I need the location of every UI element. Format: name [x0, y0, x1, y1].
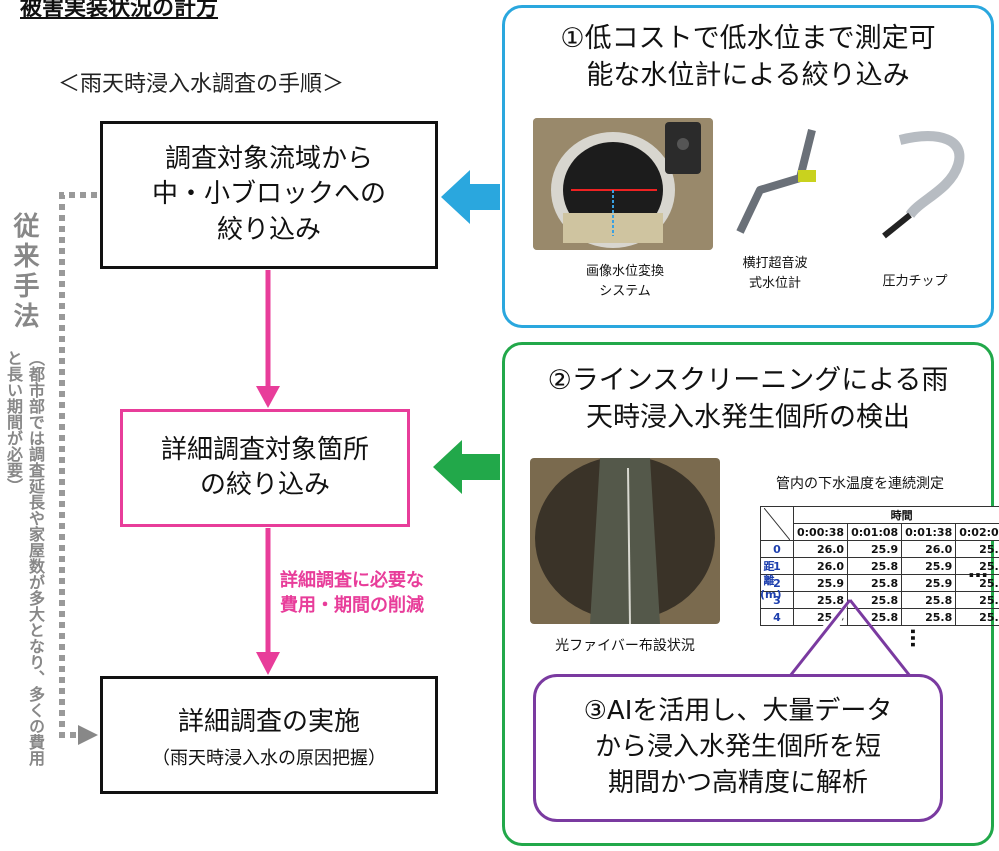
caption-line: 式水位計 — [748, 275, 801, 291]
flow-step-2: 詳細調査対象箇所 の絞り込み — [120, 409, 410, 527]
ai-box-line: ③AIを活用し、大量データ — [583, 696, 893, 727]
pressure-chip-photo — [882, 131, 965, 239]
panel1-title: ①低コストで低水位まで測定可 能な水位計による絞り込み — [510, 20, 986, 95]
caption-line: 横打超音波 — [742, 256, 808, 271]
caption-ultrasonic: 横打超音波 式水位計 — [720, 254, 830, 293]
flow-step-3-subtitle: （雨天時浸入水の原因把握） — [152, 747, 386, 769]
flow-step-1-line: 絞り込み — [216, 214, 321, 245]
flow-arrow-2-head — [256, 652, 280, 675]
table-ellipsis-vertical: … — [906, 628, 930, 648]
table-distance-cell: 4 — [760, 608, 794, 626]
caption-line: システム — [599, 283, 651, 299]
distance-label-char: (m) — [760, 588, 782, 601]
flow-step-1: 調査対象流域から 中・小ブロックへの 絞り込み — [100, 121, 438, 269]
flow-step-3-title: 詳細調査の実施 — [177, 706, 360, 737]
panel1-arrow — [441, 170, 500, 224]
flow-arrow-1-head — [256, 386, 280, 408]
caption-fiber: 光ファイバー布設状況 — [555, 638, 695, 654]
flow-step-2-line: 詳細調査対象箇所 — [160, 434, 369, 465]
panel1-title-line: ①低コストで低水位まで測定可 — [560, 23, 936, 54]
table-row: 0 26.0 25.9 26.0 25.9 — [760, 540, 999, 558]
caption-pressure-chip: 圧力チップ — [860, 272, 970, 292]
page-heading: 被害実装状況の計方 — [20, 0, 219, 21]
cost-reduction-line: 費用・期間の削減 — [280, 595, 424, 617]
cost-reduction-line: 詳細調査に必要な — [280, 570, 424, 591]
flow-step-1-line: 調査対象流域から — [164, 144, 373, 175]
panel2-title-line: 天時浸入水発生個所の検出 — [586, 402, 910, 434]
conventional-method-label: 従来手法 — [9, 212, 39, 332]
caption-temperature: 管内の下水温度を連続測定 — [776, 476, 944, 492]
caption-line: 画像水位変換 — [585, 264, 664, 279]
table-row: 3 25.8 25.8 25.8 25.7 — [760, 591, 999, 609]
table-ellipsis-horizontal: … — [968, 558, 988, 582]
conventional-path — [59, 192, 97, 738]
table-time-col: 0:01:08 — [847, 523, 903, 541]
temperature-table: 時間 0:00:38 0:01:08 0:01:38 0:02:08 0 26.… — [760, 506, 999, 626]
ai-box-line: から浸入水発生個所を短 — [594, 732, 881, 763]
procedure-title: ＜雨天時浸入水調査の手順＞ — [58, 72, 345, 97]
flow-step-1-line: 中・小ブロックへの — [151, 179, 386, 210]
table-cell: 25.7 — [955, 608, 999, 626]
table-corner — [760, 506, 794, 541]
distance-label-char: 離 — [763, 574, 775, 587]
panel2-arrow — [433, 440, 500, 494]
flow-step-2-line: の絞り込み — [199, 470, 330, 500]
table-cell: 25.8 — [901, 591, 957, 609]
conventional-arrow-head — [78, 725, 98, 745]
panel1-title-line: 能な水位計による絞り込み — [586, 60, 910, 92]
table-time-col: 0:00:38 — [792, 523, 849, 541]
cost-reduction-note: 詳細調査に必要な 費用・期間の削減 — [280, 568, 424, 618]
caption-line: 圧力チップ — [882, 274, 948, 289]
distance-label-char: 距 — [763, 560, 775, 573]
table-corner-diagonal — [764, 507, 790, 540]
ai-analysis-box: ③AIを活用し、大量データ から浸入水発生個所を短 期間かつ高精度に解析 — [533, 674, 943, 822]
conventional-method-note: （都市部では調査延長や家屋数が多大となり、多くの費用と長い期間が必要） — [4, 350, 45, 766]
panel2-title: ②ラインスクリーニングによる雨 天時浸入水発生個所の検出 — [510, 362, 986, 437]
table-cell: 25.9 — [955, 557, 999, 575]
table-cell: 26.0 — [901, 540, 957, 558]
callout-line-left — [788, 599, 852, 677]
image-water-level-photo — [533, 118, 713, 250]
ultrasonic-meter-photo — [736, 129, 816, 234]
table-cell: 25.8 — [847, 557, 903, 575]
fiber-installation-photo — [530, 458, 720, 624]
ai-box-line: 期間かつ高精度に解析 — [607, 767, 868, 798]
callout-line-right — [848, 599, 912, 677]
table-distance-label: 距 離 (m) — [760, 560, 782, 602]
caption-image-system: 画像水位変換 システム — [550, 262, 700, 301]
panel2-title-line: ②ラインスクリーニングによる雨 — [547, 365, 949, 396]
flow-step-3: 詳細調査の実施 （雨天時浸入水の原因把握） — [100, 676, 438, 794]
